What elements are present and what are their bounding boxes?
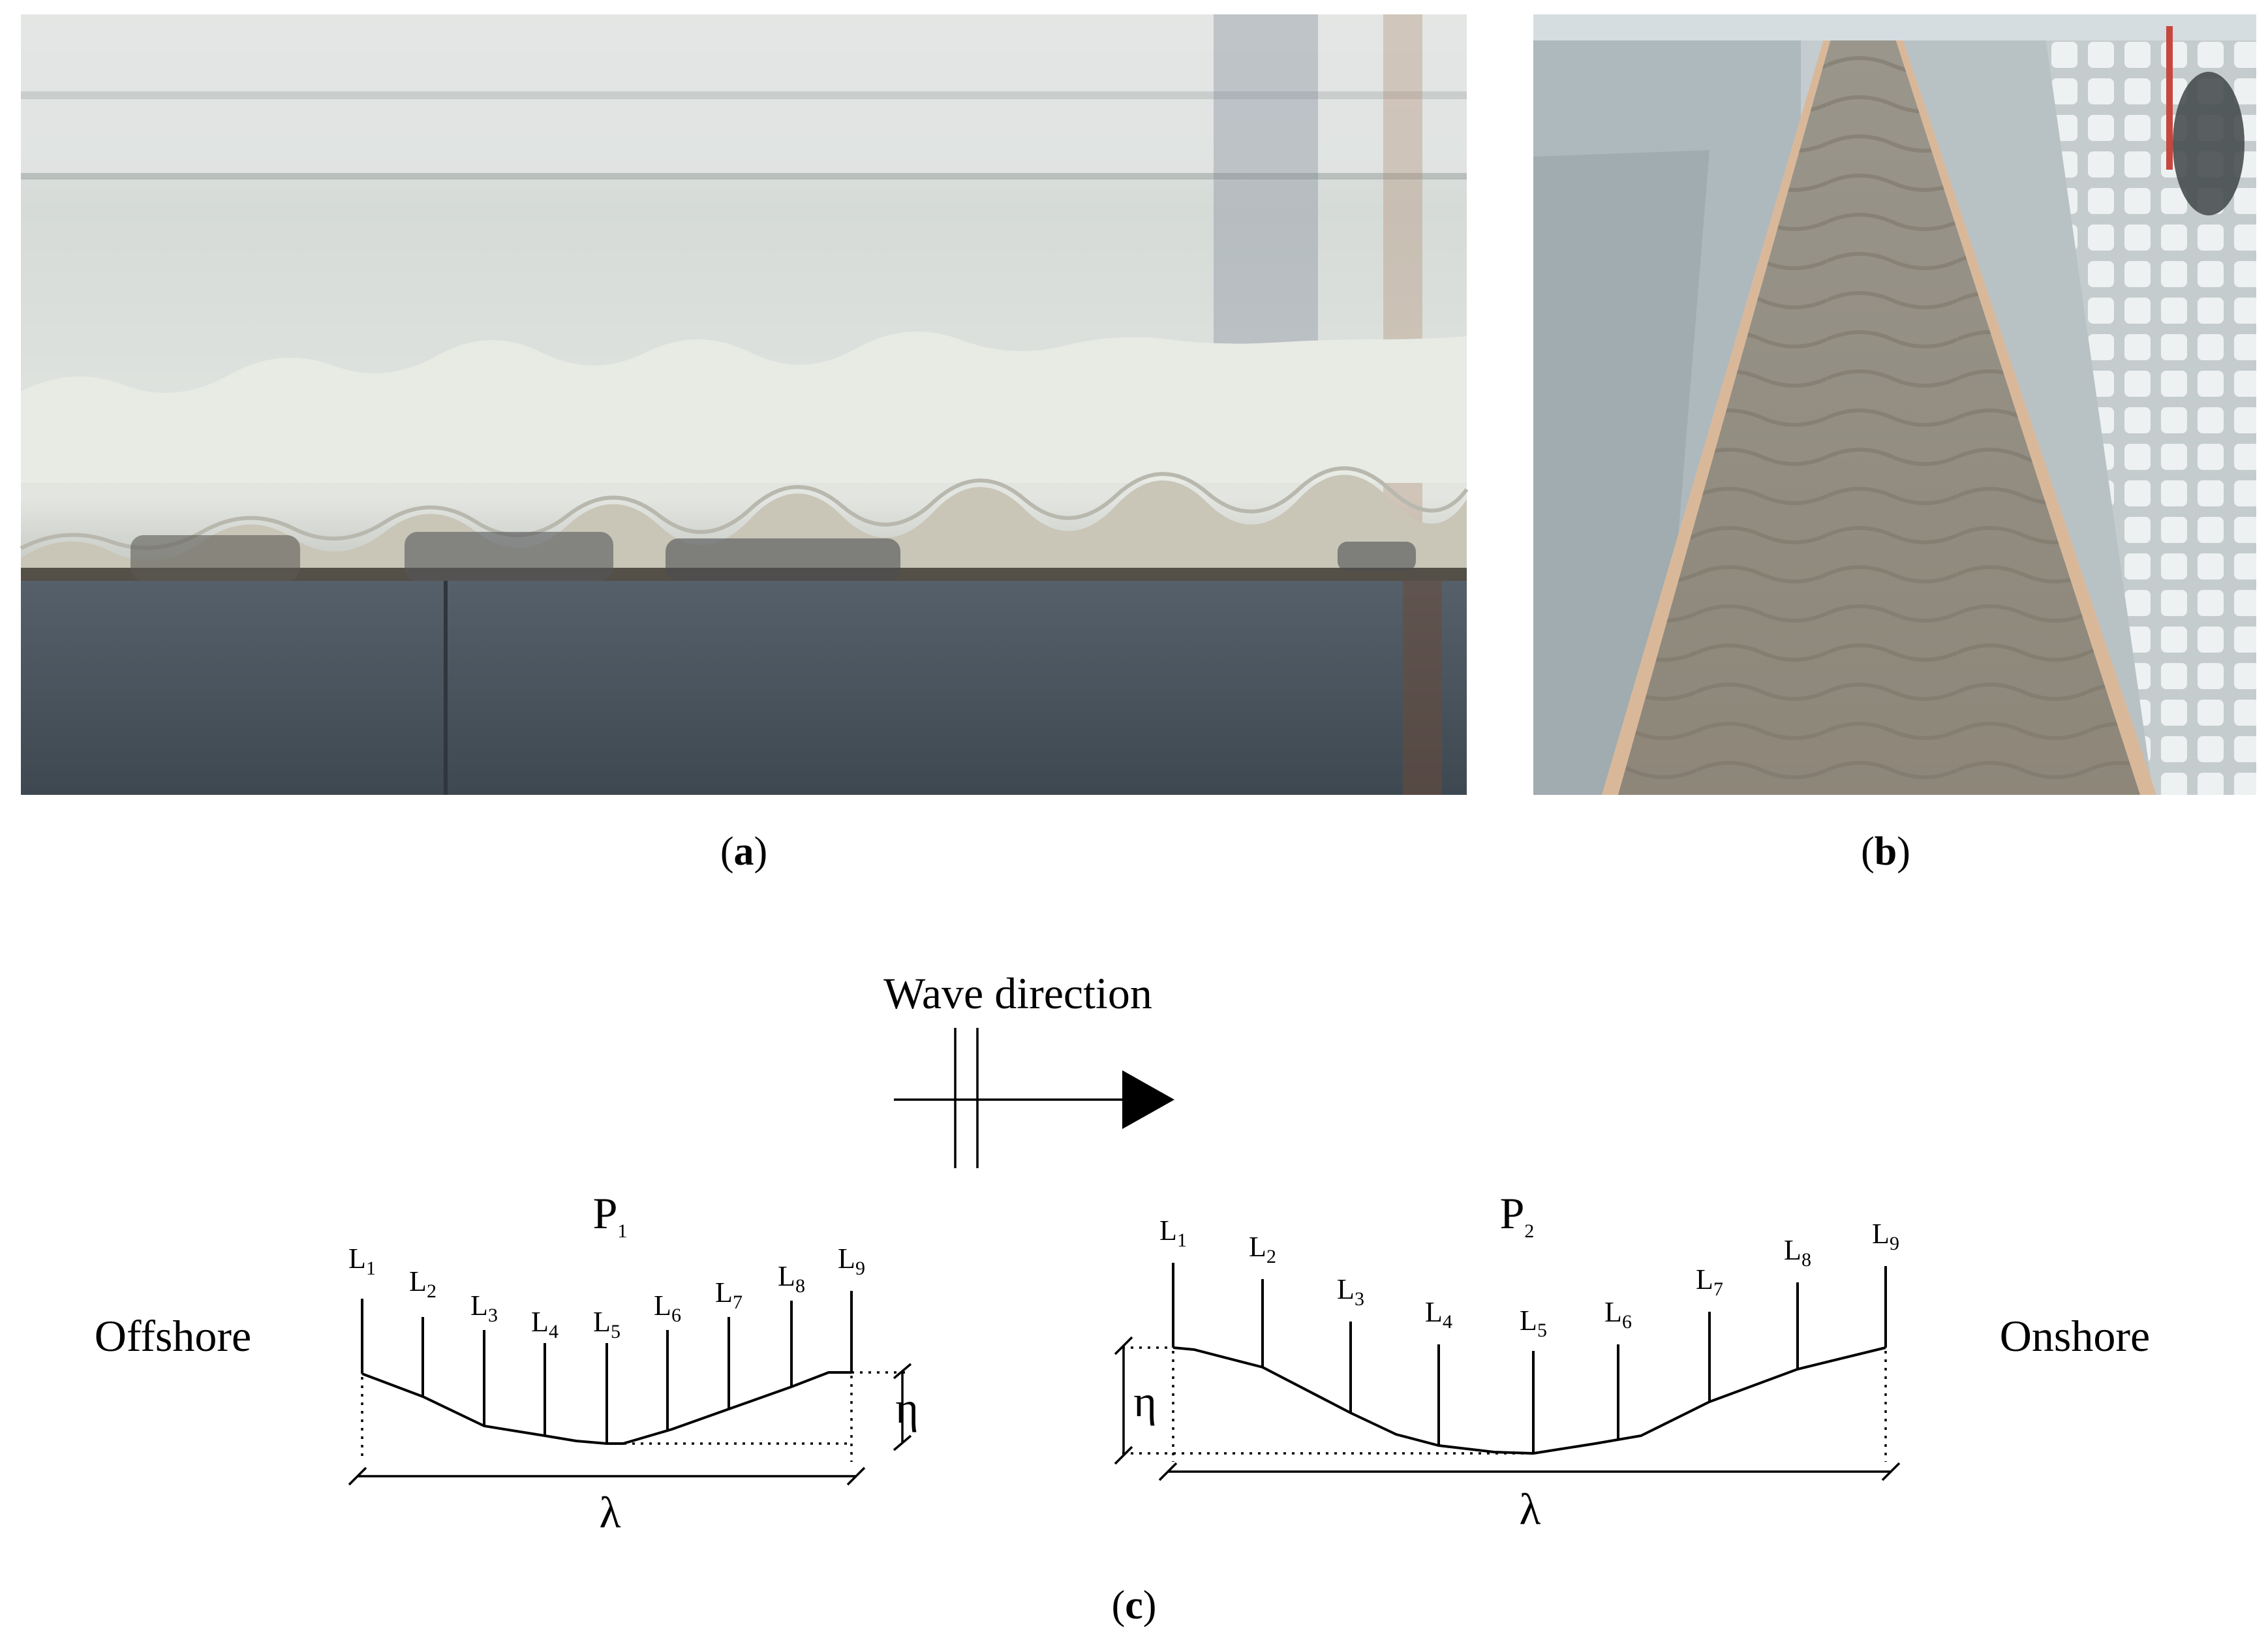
- p2-label-l3: L3: [1337, 1273, 1364, 1310]
- photo-panel-b: [1533, 14, 2256, 795]
- p1-label-l4: L4: [531, 1306, 559, 1342]
- p1-label-l6: L6: [654, 1290, 681, 1326]
- eta-label-p1: η: [895, 1383, 919, 1432]
- p1-label-l2: L2: [409, 1265, 437, 1302]
- photo-panel-a: [20, 14, 1469, 795]
- p2-label-l1: L1: [1159, 1215, 1187, 1251]
- p1-label-l9: L9: [838, 1243, 865, 1279]
- p2-label-l5: L5: [1520, 1305, 1547, 1341]
- profile-p1: η λ L1 L2 L3 L4 L5 L6 L7 L8 L9: [348, 1243, 919, 1537]
- p2-label-l4: L4: [1425, 1296, 1452, 1333]
- lambda-label-p2: λ: [1520, 1484, 1541, 1534]
- p2-label-l9: L9: [1872, 1218, 1899, 1254]
- caption-b: (b): [1861, 829, 1910, 874]
- p2-label-l2: L2: [1249, 1231, 1276, 1267]
- eta-label-p2: η: [1133, 1376, 1157, 1426]
- profile-p2: η λ L1 L2 L3 L4 L5 L6 L7 L8 L9: [1114, 1215, 1901, 1534]
- profile-p1-title: P1: [593, 1188, 628, 1242]
- p1-label-l8: L8: [778, 1260, 805, 1297]
- p2-label-l7: L7: [1696, 1263, 1723, 1300]
- onshore-label: Onshore: [2000, 1311, 2150, 1361]
- p1-label-l7: L7: [715, 1276, 743, 1313]
- p1-label-l3: L3: [470, 1290, 498, 1326]
- wave-direction-arrow-icon: [894, 1028, 1174, 1168]
- diagram-panel-c: Wave direction Offshore Onshore P1 P2: [95, 968, 2150, 1537]
- p1-label-l5: L5: [593, 1306, 621, 1342]
- lambda-label-p1: λ: [600, 1487, 621, 1537]
- profile-p2-title: P2: [1500, 1188, 1535, 1242]
- p2-label-l6: L6: [1604, 1296, 1632, 1333]
- wave-direction-label: Wave direction: [883, 968, 1152, 1018]
- caption-a: (a): [720, 829, 767, 874]
- p1-label-l1: L1: [348, 1243, 376, 1279]
- p2-label-l8: L8: [1784, 1234, 1811, 1271]
- caption-c: (c): [1112, 1583, 1157, 1628]
- offshore-label: Offshore: [95, 1311, 251, 1361]
